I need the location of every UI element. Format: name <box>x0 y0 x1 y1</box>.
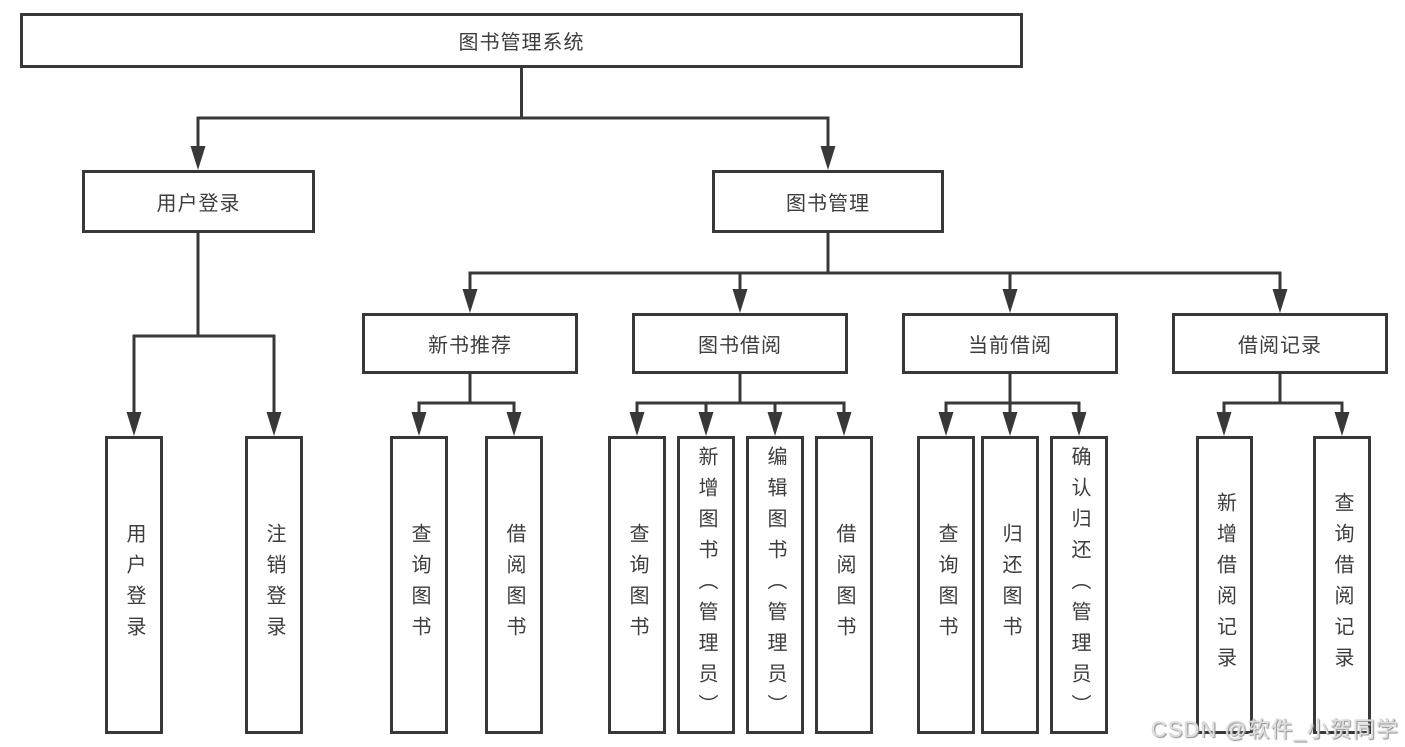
leaf-logout-label: 注销登录 <box>263 523 285 647</box>
leaf-bb-edit-books-admin-label: 编辑图书（管理员） <box>764 445 786 725</box>
leaf-nbr-query-books: 查询图书 <box>390 436 448 734</box>
node-library-management-system: 图书管理系统 <box>20 13 1023 68</box>
leaf-br-query-borrow-record-label: 查询借阅记录 <box>1331 492 1353 678</box>
leaf-bb-borrow-books: 借阅图书 <box>815 436 873 734</box>
node-library-management-system-label: 图书管理系统 <box>458 32 585 54</box>
leaf-bb-edit-books-admin: 编辑图书（管理员） <box>746 436 804 734</box>
node-book-borrowing-label: 图书借阅 <box>698 335 782 357</box>
node-new-book-recommendation: 新书推荐 <box>362 313 578 374</box>
node-book-management: 图书管理 <box>712 170 944 233</box>
leaf-nbr-borrow-books: 借阅图书 <box>485 436 543 734</box>
leaf-logout: 注销登录 <box>245 436 303 734</box>
connector-paths <box>132 68 1344 418</box>
leaf-cb-return-books-label: 归还图书 <box>999 523 1021 647</box>
leaf-bb-borrow-books-label: 借阅图书 <box>833 523 855 647</box>
leaf-nbr-query-books-label: 查询图书 <box>408 523 430 647</box>
leaf-user-login-label: 用户登录 <box>123 523 145 647</box>
leaf-cb-return-books: 归还图书 <box>981 436 1039 734</box>
leaf-cb-confirm-return-admin: 确认归还（管理员） <box>1050 436 1108 734</box>
leaf-br-query-borrow-record: 查询借阅记录 <box>1313 436 1371 734</box>
node-book-borrowing: 图书借阅 <box>632 313 848 374</box>
leaf-br-add-borrow-record-label: 新增借阅记录 <box>1213 492 1236 678</box>
leaf-br-add-borrow-record: 新增借阅记录 <box>1196 436 1253 734</box>
leaf-bb-query-books: 查询图书 <box>608 436 666 734</box>
leaf-bb-add-books-admin: 新增图书（管理员） <box>677 436 735 734</box>
leaf-cb-query-books-label: 查询图书 <box>935 523 957 647</box>
leaf-bb-add-books-admin-label: 新增图书（管理员） <box>695 445 717 725</box>
node-new-book-recommendation-label: 新书推荐 <box>428 335 512 357</box>
node-borrowing-records: 借阅记录 <box>1172 313 1388 374</box>
node-book-management-label: 图书管理 <box>786 193 870 215</box>
leaf-cb-query-books: 查询图书 <box>917 436 975 734</box>
node-user-login: 用户登录 <box>82 170 315 233</box>
leaf-user-login: 用户登录 <box>105 436 163 734</box>
leaf-nbr-borrow-books-label: 借阅图书 <box>503 523 525 647</box>
leaf-cb-confirm-return-admin-label: 确认归还（管理员） <box>1068 445 1090 725</box>
arrowhead-icons <box>126 146 1350 436</box>
node-user-login-label: 用户登录 <box>156 193 241 215</box>
node-current-borrowing: 当前借阅 <box>902 313 1118 374</box>
leaf-bb-query-books-label: 查询图书 <box>626 523 648 647</box>
node-borrowing-records-label: 借阅记录 <box>1238 335 1322 357</box>
node-current-borrowing-label: 当前借阅 <box>968 335 1052 357</box>
